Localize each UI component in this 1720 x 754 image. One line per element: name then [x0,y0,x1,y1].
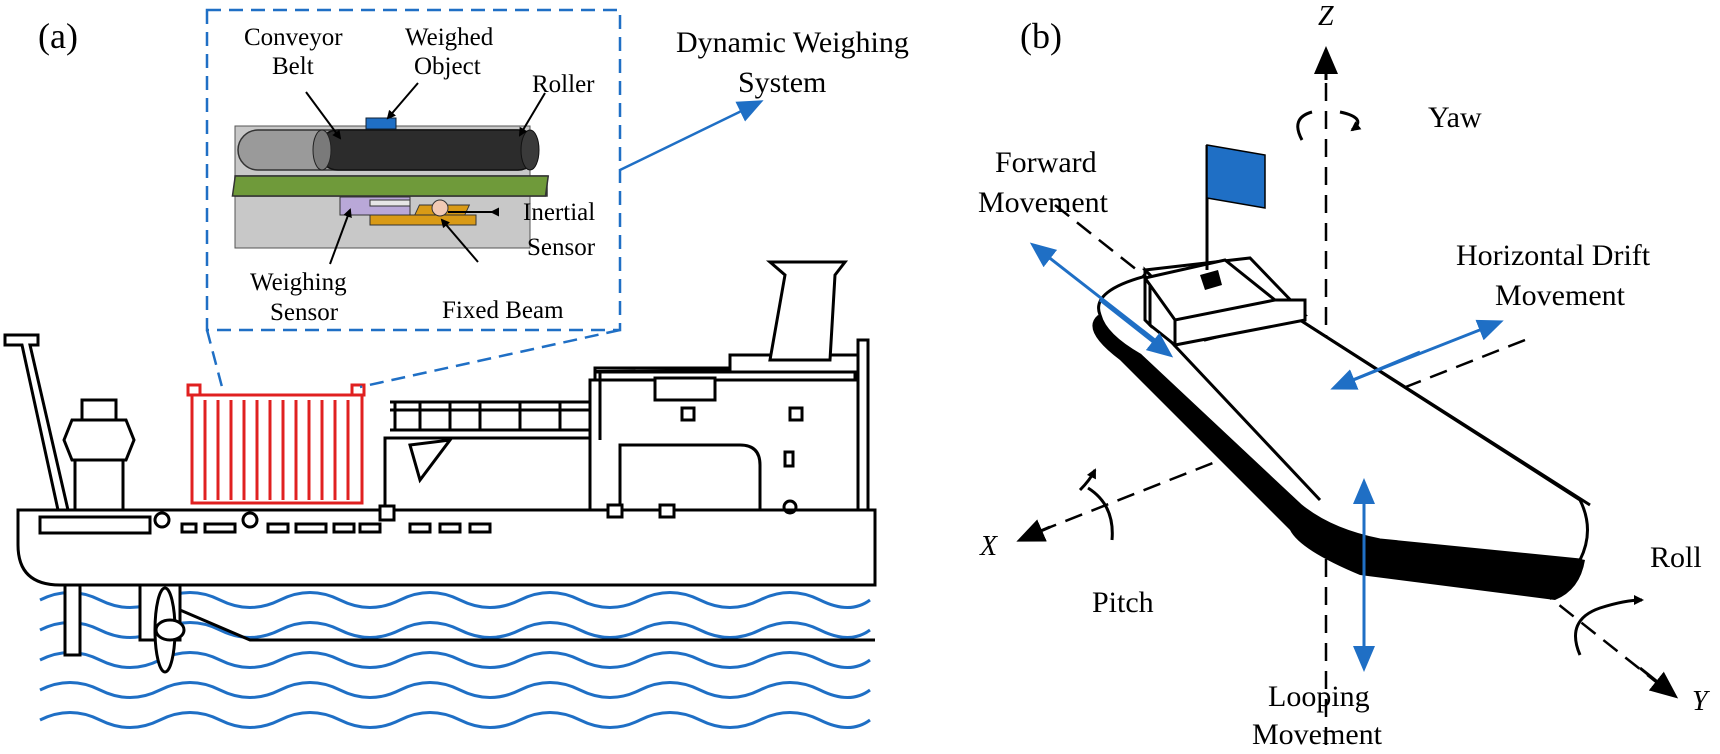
label-looping-line2: Movement [1252,718,1383,751]
forward-arrow-down [1099,298,1174,358]
label-drift-line2: Movement [1495,279,1626,312]
yaw-arc [1296,110,1358,141]
pitch-arc [1078,470,1114,541]
callout-arrow [619,100,764,172]
x-axis-label: X [979,531,998,562]
panel-b-label: (b) [1020,16,1062,56]
superstructure [378,260,870,522]
label-forward-line1: Forward [995,146,1097,179]
label-weighed-object-line1: Weighed [405,24,494,51]
label-pitch: Pitch [1092,586,1154,619]
ship-3d [1092,144,1591,600]
movement-arrows [1029,242,1504,672]
callout-label-line1: Dynamic Weighing [676,26,909,59]
flag-icon [1206,144,1266,209]
z-axis-label: Z [1318,1,1334,32]
label-inertial-sensor-line2: Sensor [527,234,596,261]
cargo-container [186,383,366,505]
panel-b: (b) Z X Y Yaw Pitch Roll [978,1,1711,751]
roll-arc [1574,595,1644,656]
label-looping-line1: Looping [1268,680,1370,713]
label-conveyor-belt-line1: Conveyor [244,24,343,51]
drift-arrow-left [1330,350,1421,390]
label-roll: Roll [1650,541,1702,574]
y-axis-label: Y [1692,686,1711,717]
x-axis-arrow [1016,519,1051,542]
panel-a-label: (a) [38,16,78,56]
inset-callout-lines [205,328,621,389]
label-inertial-sensor-line1: Inertial [523,199,595,226]
forward-arrow-up [1029,242,1166,350]
label-roller: Roller [532,71,595,98]
label-weighed-object-line2: Object [414,53,481,80]
label-forward-line2: Movement [978,186,1109,219]
label-weighing-sensor-line2: Sensor [270,299,339,326]
panel-a: (a) [3,8,909,729]
callout-label-line2: System [738,66,826,99]
ship-hull [16,508,877,674]
label-fixed-beam: Fixed Beam [442,297,564,324]
label-weighing-sensor-line1: Weighing [250,269,347,296]
label-drift-line1: Horizontal Drift [1456,239,1651,272]
y-axis-arrow [1639,666,1679,699]
crane [3,333,136,512]
label-conveyor-belt-line2: Belt [272,53,314,80]
label-yaw: Yaw [1428,101,1482,134]
inset-weighing-detail: Conveyor Belt Weighed Object Roller Iner… [205,8,622,332]
